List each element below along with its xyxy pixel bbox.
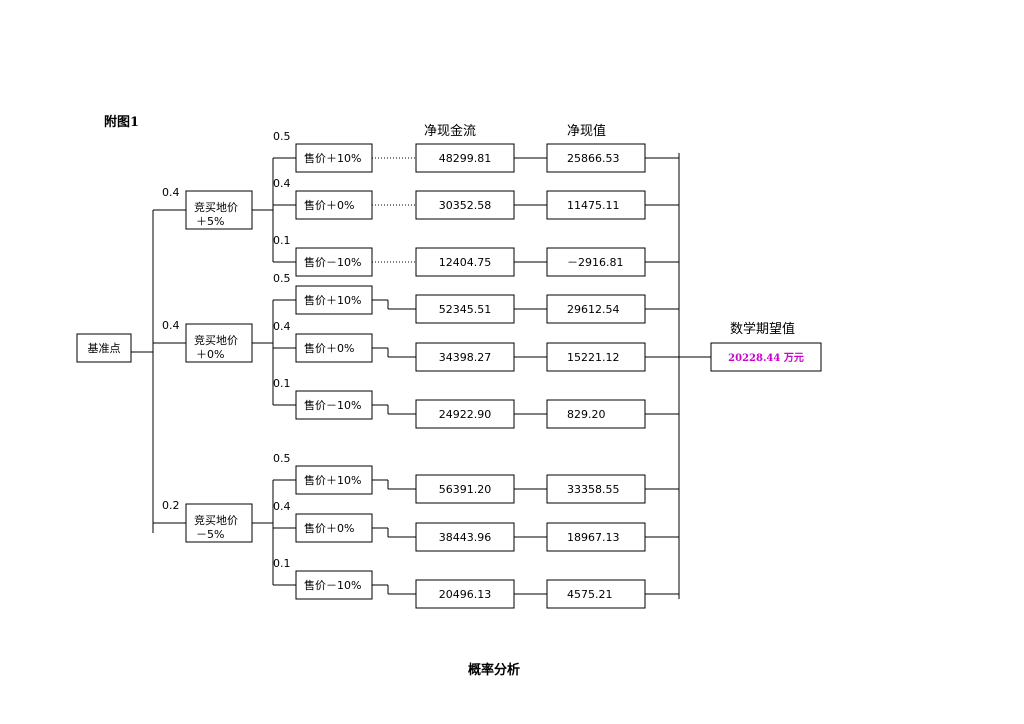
npv-value-1-1: 15221.12 [567, 351, 620, 364]
price-probability-1-0: 0.5 [273, 272, 291, 285]
land-label-line2-1: ＋0% [196, 348, 224, 361]
cash-flow-box-2-1 [415, 522, 515, 552]
npv-box-1-0 [546, 294, 646, 324]
price-node-0-2 [295, 247, 373, 277]
cash-flow-value-0-0: 48299.81 [439, 152, 492, 165]
cash-flow-box-2-2 [415, 579, 515, 609]
land-probability-2: 0.2 [162, 499, 180, 512]
price-label-2-2: 售价－10% [304, 578, 361, 592]
root-node [76, 333, 132, 363]
price-probability-0-1: 0.4 [273, 177, 291, 190]
land-probability-1: 0.4 [162, 319, 180, 332]
price-node-1-2 [295, 390, 373, 420]
cash-flow-box-1-1 [415, 342, 515, 372]
land-node-0 [185, 190, 253, 230]
header-expected-value: 数学期望值 [730, 321, 795, 337]
cash-flow-value-1-0: 52345.51 [439, 303, 492, 316]
price-probability-1-1: 0.4 [273, 320, 291, 333]
price-label-0-0: 售价＋10% [304, 151, 361, 165]
npv-value-1-2: 829.20 [567, 408, 606, 421]
price-node-1-1 [295, 333, 373, 363]
cash-flow-value-1-2: 24922.90 [439, 408, 492, 421]
npv-box-2-0 [546, 474, 646, 504]
npv-value-2-2: 4575.21 [567, 588, 613, 601]
npv-value-2-1: 18967.13 [567, 531, 620, 544]
price-label-0-1: 售价＋0% [304, 198, 354, 212]
cash-flow-box-0-1 [415, 190, 515, 220]
price-label-1-0: 售价＋10% [304, 293, 361, 307]
cash-flow-value-2-0: 56391.20 [439, 483, 492, 496]
cash-flow-value-2-1: 38443.96 [439, 531, 492, 544]
npv-value-0-1: 11475.11 [567, 199, 620, 212]
cash-flow-value-0-2: 12404.75 [439, 256, 492, 269]
price-node-1-0 [295, 285, 373, 315]
cash-flow-box-0-2 [415, 247, 515, 277]
price-probability-2-0: 0.5 [273, 452, 291, 465]
price-label-2-0: 售价＋10% [304, 473, 361, 487]
npv-box-0-1 [546, 190, 646, 220]
price-label-1-2: 售价－10% [304, 398, 361, 412]
npv-value-0-0: 25866.53 [567, 152, 620, 165]
cash-flow-value-1-1: 34398.27 [439, 351, 492, 364]
header-cash-flow: 净现金流 [424, 123, 476, 139]
cash-flow-box-0-0 [415, 143, 515, 173]
price-probability-1-2: 0.1 [273, 377, 291, 390]
price-probability-2-1: 0.4 [273, 500, 291, 513]
land-label-line1-1: 竞买地价 [194, 333, 238, 347]
figure-label: 附图1 [104, 114, 139, 130]
price-probability-0-0: 0.5 [273, 130, 291, 143]
cash-flow-box-1-0 [415, 294, 515, 324]
land-label-line1-0: 竞买地价 [194, 200, 238, 214]
npv-value-2-0: 33358.55 [567, 483, 620, 496]
header-npv: 净现值 [567, 123, 606, 139]
land-node-2 [185, 503, 253, 543]
land-label-line1-2: 竞买地价 [194, 513, 238, 527]
npv-value-0-2: －2916.81 [567, 256, 624, 269]
npv-value-1-0: 29612.54 [567, 303, 620, 316]
cash-flow-value-0-1: 30352.58 [439, 199, 492, 212]
price-label-1-1: 售价＋0% [304, 341, 354, 355]
price-label-2-1: 售价＋0% [304, 521, 354, 535]
land-probability-0: 0.4 [162, 186, 180, 199]
cash-flow-value-2-2: 20496.13 [439, 588, 492, 601]
land-label-line2-2: －5% [196, 528, 224, 541]
cash-flow-box-2-0 [415, 474, 515, 504]
price-label-0-2: 售价－10% [304, 255, 361, 269]
root-label: 基准点 [88, 342, 121, 355]
expected-value: 20228.44 万元 [728, 352, 804, 364]
price-probability-0-2: 0.1 [273, 234, 291, 247]
cash-flow-box-1-2 [415, 399, 515, 429]
caption: 概率分析 [468, 662, 520, 678]
price-probability-2-2: 0.1 [273, 557, 291, 570]
land-label-line2-0: ＋5% [196, 215, 224, 228]
expected-value-box [710, 342, 822, 372]
price-node-0-1 [295, 190, 373, 220]
